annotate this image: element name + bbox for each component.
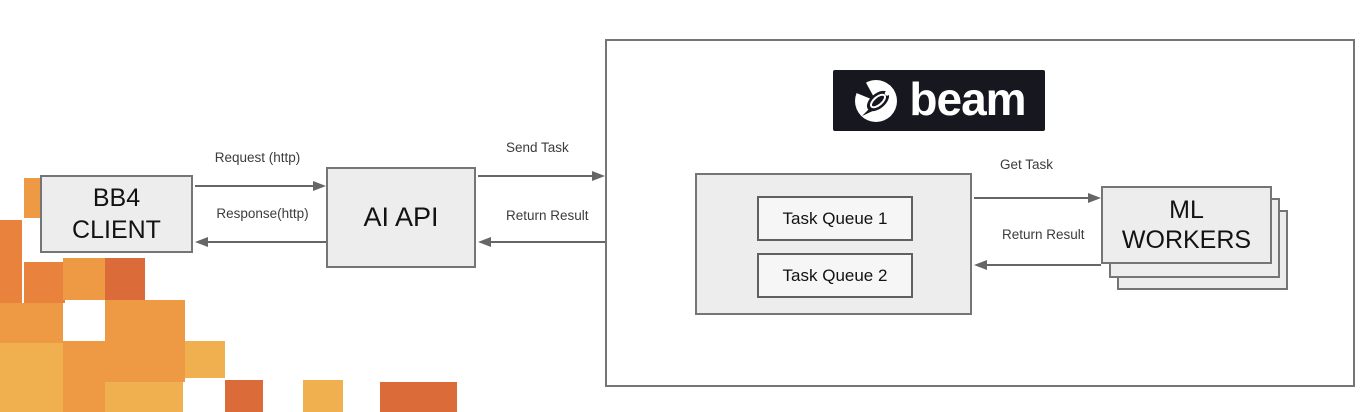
ml-workers-node: ML WORKERS <box>1101 186 1272 264</box>
get-task-label-line1: Get <box>1000 157 1022 172</box>
return-result-queue-label-line1: Return <box>1002 227 1043 242</box>
task-queue-1-label: Task Queue 1 <box>782 208 888 228</box>
mosaic-cell <box>105 342 185 382</box>
mosaic-cell <box>63 341 105 412</box>
mosaic-cell <box>0 220 22 303</box>
response-edge-label: Response(http) <box>216 206 309 221</box>
response-arrowhead-icon <box>195 237 208 247</box>
api-node: AI API <box>326 167 476 268</box>
send-task-arrowhead-icon <box>592 171 605 181</box>
client-label-line1: BB4 <box>92 184 141 212</box>
task-queue-2-label: Task Queue 2 <box>782 265 888 285</box>
return-result-api-label-line1: Return <box>506 208 547 223</box>
send-task-label-line2: Task <box>541 140 569 155</box>
task-queue-2-node: Task Queue 2 <box>757 253 913 298</box>
return-result-queue-arrow-line <box>986 264 1101 266</box>
mosaic-cell <box>225 380 263 412</box>
mosaic-cell <box>303 380 343 412</box>
response-arrow-line <box>207 241 326 243</box>
return-result-queue-arrowhead-icon <box>974 260 987 270</box>
request-arrow-line <box>195 185 315 187</box>
return-result-api-edge-label: Return Result <box>506 207 589 226</box>
ml-workers-label-line1: ML <box>1169 196 1204 224</box>
return-result-queue-label-line2: Result <box>1046 227 1085 242</box>
beam-logo-text: beam <box>909 72 1026 125</box>
mosaic-cell <box>185 341 225 378</box>
beam-satellite-icon <box>854 78 898 122</box>
get-task-label-line2: Task <box>1025 157 1054 172</box>
mosaic-cell <box>0 343 63 412</box>
get-task-arrow-line <box>974 197 1090 199</box>
client-label-line2: CLIENT <box>72 216 161 244</box>
task-queue-1-node: Task Queue 1 <box>757 196 913 241</box>
beam-logo: beam <box>833 70 1045 131</box>
client-node: BB4 CLIENT <box>40 175 193 253</box>
api-label: AI API <box>363 202 439 232</box>
mosaic-cell <box>63 258 105 300</box>
return-result-api-label-line2: Result <box>550 208 589 223</box>
mosaic-cell <box>105 382 183 412</box>
request-edge-label: Request (http) <box>214 150 301 165</box>
return-result-api-arrowhead-icon <box>478 237 491 247</box>
get-task-arrowhead-icon <box>1088 193 1101 203</box>
return-result-queue-edge-label: Return Result <box>1002 226 1085 245</box>
mosaic-cell <box>24 262 65 303</box>
mosaic-cell <box>105 258 145 300</box>
return-result-api-arrow-line <box>490 241 605 243</box>
send-task-arrow-line <box>478 175 594 177</box>
send-task-edge-label: Send Task <box>506 139 569 158</box>
mosaic-cell <box>0 303 63 343</box>
mosaic-cell <box>380 382 457 412</box>
get-task-edge-label: Get Task <box>1000 156 1053 175</box>
ml-workers-label-line2: WORKERS <box>1121 226 1252 254</box>
request-arrowhead-icon <box>313 181 326 191</box>
mosaic-cell <box>105 300 185 342</box>
send-task-label-line1: Send <box>506 140 538 155</box>
